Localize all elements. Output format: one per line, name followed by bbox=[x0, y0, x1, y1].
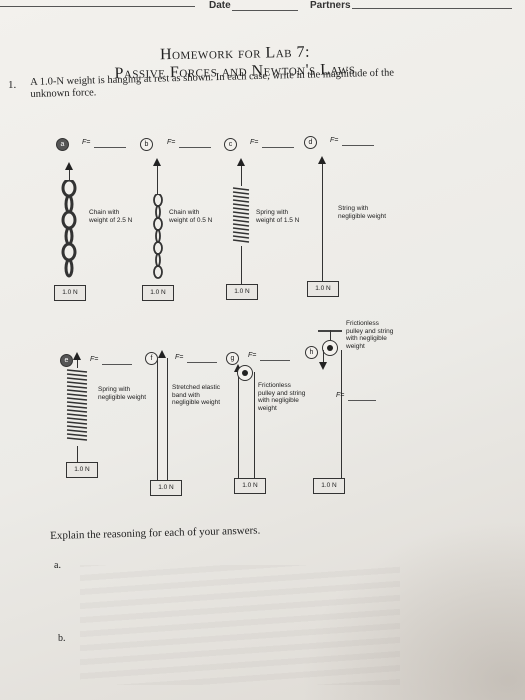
page-shadow bbox=[300, 520, 525, 700]
part-b-label: b. bbox=[58, 633, 66, 644]
partners-label: Partners bbox=[310, 0, 351, 11]
explain-prompt: Explain the reasoning for each of your a… bbox=[50, 524, 261, 542]
case-c-circle: c bbox=[224, 138, 237, 151]
question-number: 1. bbox=[8, 79, 17, 91]
case-b-circle: b bbox=[140, 138, 153, 151]
case-h-pulley-icon bbox=[322, 340, 338, 356]
case-h-hanger bbox=[329, 330, 331, 340]
case-h-description: Frictionless pulley and string with negl… bbox=[346, 320, 394, 350]
case-d-circle: d bbox=[304, 136, 317, 149]
case-c-answer-line bbox=[262, 147, 294, 148]
case-c-description: Spring with weight of 1.5 N bbox=[256, 209, 300, 224]
part-a-label: a. bbox=[54, 560, 61, 571]
case-c-force-label: F= bbox=[250, 139, 259, 146]
case-b-answer-line bbox=[179, 147, 211, 148]
case-c-spring-icon bbox=[232, 187, 250, 243]
case-g-force-label: F= bbox=[248, 352, 257, 359]
case-h-string-left-top bbox=[322, 350, 324, 362]
case-h-circle: h bbox=[305, 346, 318, 359]
case-a-arrow-up-icon bbox=[65, 162, 73, 170]
case-a-force-label: F= bbox=[82, 139, 91, 146]
case-a-description: Chain with weight of 2.5 N bbox=[89, 209, 133, 224]
case-b-stem bbox=[156, 166, 158, 194]
case-c-weight-block: 1.0 N bbox=[226, 284, 258, 300]
case-g-string-right bbox=[253, 372, 255, 480]
case-f-elastic-band bbox=[157, 358, 168, 480]
case-d-force-label: F= bbox=[330, 137, 339, 144]
case-c-lower-stem bbox=[240, 246, 242, 284]
date-label: Date bbox=[209, 0, 231, 11]
case-e-weight-block: 1.0 N bbox=[66, 462, 98, 478]
case-b-description: Chain with weight of 0.5 N bbox=[169, 209, 213, 224]
date-line bbox=[232, 10, 298, 11]
case-e-force-label: F= bbox=[90, 356, 99, 363]
case-c-stem bbox=[240, 166, 242, 186]
case-a-weight-block: 1.0 N bbox=[54, 285, 86, 301]
case-g-description: Frictionless pulley and string with negl… bbox=[258, 382, 306, 412]
case-g-pulley-icon bbox=[237, 365, 253, 381]
case-a-stem bbox=[68, 170, 70, 180]
case-h-arrow-down-icon bbox=[319, 362, 327, 370]
case-d-description: String with negligible weight bbox=[338, 205, 387, 220]
case-g-answer-line bbox=[260, 360, 290, 361]
case-f-weight-block: 1.0 N bbox=[150, 480, 182, 496]
faint-bleed-through bbox=[80, 565, 400, 685]
case-c-arrow-up-icon bbox=[237, 158, 245, 166]
case-a-chain-icon bbox=[61, 180, 77, 278]
case-d-arrow-up-icon bbox=[318, 156, 326, 164]
case-e-arrow-up-icon bbox=[73, 352, 81, 360]
case-e-description: Spring with negligible weight bbox=[98, 386, 147, 401]
case-e-spring-icon bbox=[66, 369, 88, 441]
case-a-circle: a bbox=[56, 138, 69, 151]
case-e-answer-line bbox=[102, 364, 132, 365]
case-d-answer-line bbox=[342, 145, 374, 146]
top-rule bbox=[0, 6, 195, 7]
case-g-string-left bbox=[237, 372, 239, 480]
case-b-chain-icon bbox=[153, 194, 163, 279]
case-f-description: Stretched elastic band with negligible w… bbox=[172, 384, 221, 406]
case-h-weight-block: 1.0 N bbox=[313, 478, 345, 494]
case-b-weight-block: 1.0 N bbox=[142, 285, 174, 301]
case-d-string bbox=[321, 164, 323, 282]
case-d-weight-block: 1.0 N bbox=[307, 281, 339, 297]
case-a-answer-line bbox=[94, 147, 126, 148]
partners-line bbox=[352, 8, 512, 9]
case-b-arrow-up-icon bbox=[153, 158, 161, 166]
case-e-lower-stem bbox=[76, 446, 78, 462]
case-f-answer-line bbox=[187, 362, 217, 363]
case-h-force-label: F= bbox=[336, 392, 345, 399]
case-h-string-right bbox=[340, 350, 342, 478]
case-f-arrow-up-icon bbox=[158, 350, 166, 358]
case-h-answer-line bbox=[348, 400, 376, 401]
case-b-force-label: F= bbox=[167, 139, 176, 146]
case-e-stem bbox=[76, 360, 78, 368]
case-e-circle: e bbox=[60, 354, 73, 367]
case-g-circle: g bbox=[226, 352, 239, 365]
case-g-weight-block: 1.0 N bbox=[234, 478, 266, 494]
case-f-force-label: F= bbox=[175, 354, 184, 361]
